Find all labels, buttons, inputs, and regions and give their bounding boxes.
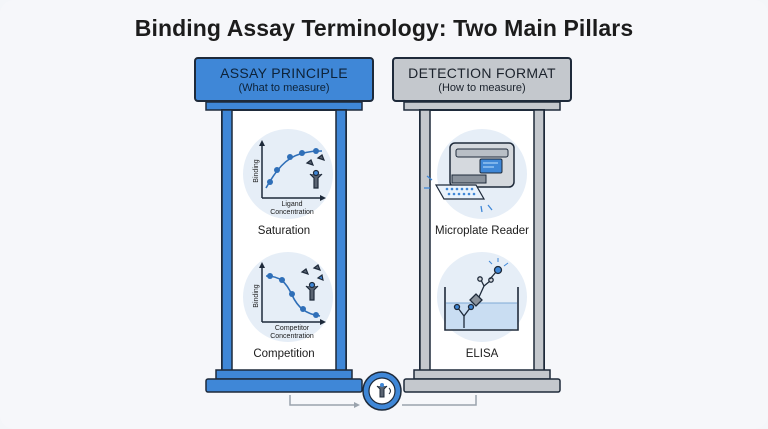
- competition-y-label: Binding: [253, 284, 260, 307]
- assay-principle-subheading: (What to measure): [238, 82, 330, 94]
- microplate-reader-label: Microplate Reader: [435, 225, 529, 237]
- data-point: [267, 179, 273, 185]
- saturation-y-label: Binding: [253, 159, 260, 182]
- saturation-plot: Binding Ligand Concentration: [243, 129, 333, 219]
- data-point: [267, 273, 273, 279]
- elisa-illustration: [437, 252, 527, 342]
- data-point: [313, 148, 319, 154]
- data-point: [289, 291, 295, 297]
- antibody-icon: [453, 265, 503, 328]
- data-point: [313, 312, 319, 318]
- saturation-x-label-2: Concentration: [270, 209, 314, 216]
- assay-principle-heading: ASSAY PRINCIPLE: [220, 65, 348, 81]
- saturation-label: Saturation: [257, 225, 311, 237]
- competition-x-label-1: Competitor: [275, 325, 310, 332]
- microplate-icon: [434, 184, 486, 200]
- enzyme-icon: [493, 265, 503, 275]
- signal-icon: [424, 175, 493, 213]
- competition-label: Competition: [253, 348, 315, 360]
- bottom-connector: [289, 395, 477, 408]
- detection-format-header: DETECTION FORMAT (How to measure): [392, 57, 572, 102]
- competition-x-label-2: Concentration: [270, 333, 314, 340]
- receptor-icon: [300, 264, 324, 301]
- elisa-label: ELISA: [465, 348, 499, 360]
- receptor-icon: [305, 154, 326, 189]
- data-point: [279, 277, 285, 283]
- data-point: [300, 306, 306, 312]
- assay-principle-header: ASSAY PRINCIPLE (What to measure): [194, 57, 374, 102]
- data-point: [274, 167, 280, 173]
- detection-format-subheading: (How to measure): [438, 82, 526, 94]
- well-icon: [444, 287, 519, 331]
- screen-icon: [479, 158, 503, 174]
- data-point: [287, 154, 293, 160]
- detection-format-heading: DETECTION FORMAT: [408, 65, 556, 81]
- receptor-badge-icon: [362, 371, 402, 411]
- diagram-title: Binding Assay Terminology: Two Main Pill…: [134, 15, 634, 41]
- saturation-x-label-1: Ligand: [281, 201, 302, 208]
- competition-plot: Binding Competitor Concentration: [243, 252, 333, 342]
- data-point: [299, 150, 305, 156]
- microplate-reader-illustration: [424, 129, 527, 219]
